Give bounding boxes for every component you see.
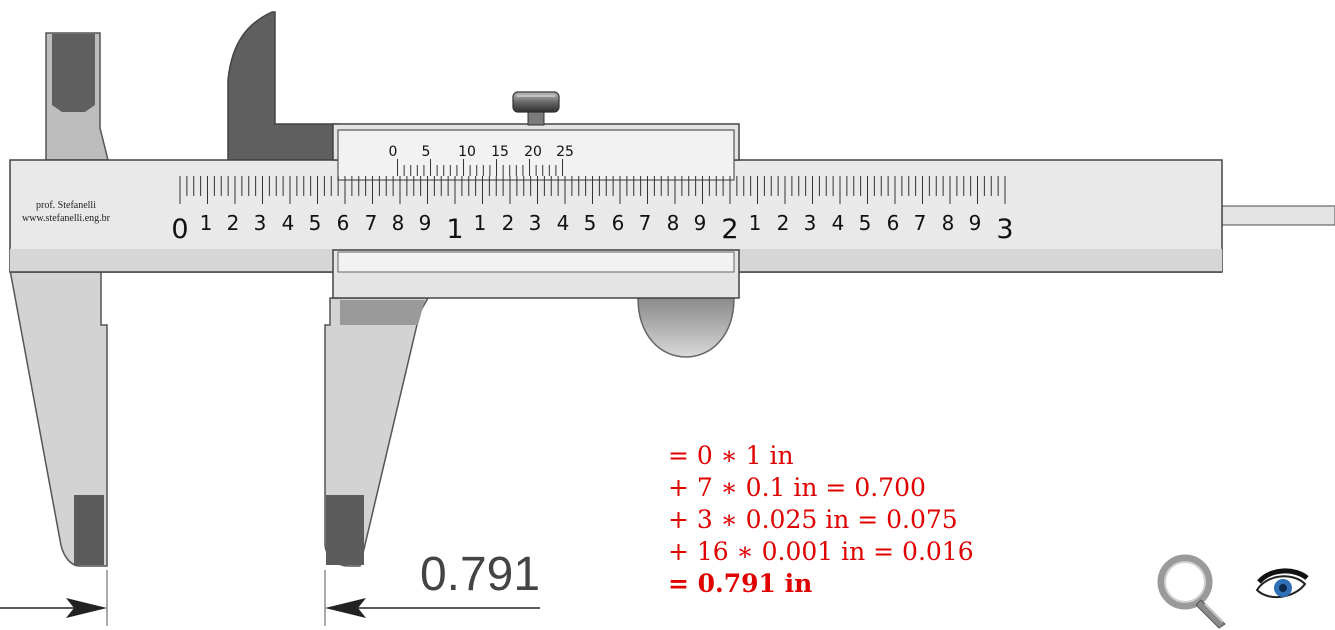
main-major-label-0: 0 bbox=[171, 214, 188, 245]
vernier-label: 20 bbox=[524, 144, 542, 160]
main-minor-label: 5 bbox=[584, 211, 597, 235]
vernier-label: 0 bbox=[389, 144, 398, 160]
moving-upper-jaw bbox=[227, 11, 339, 161]
calc-line-thousandths: + 16 ∗ 0.001 in = 0.016 bbox=[668, 537, 974, 566]
main-minor-label: 9 bbox=[419, 211, 432, 235]
main-minor-label: 6 bbox=[887, 211, 900, 235]
fixed-upper-jaw-inner bbox=[52, 34, 95, 112]
moving-jaw-tip bbox=[326, 495, 364, 565]
main-minor-label: 2 bbox=[502, 211, 515, 235]
main-scale-labels: 0 1 2 3 4 5 6 7 8 9 1 1 2 3 4 5 6 7 8 9 … bbox=[171, 211, 1013, 245]
main-minor-label: 8 bbox=[392, 211, 405, 235]
main-minor-label: 7 bbox=[914, 211, 927, 235]
main-minor-label: 6 bbox=[612, 211, 625, 235]
magnifier-icon[interactable] bbox=[1155, 552, 1231, 630]
main-minor-label: 5 bbox=[859, 211, 872, 235]
main-minor-label: 9 bbox=[694, 211, 707, 235]
main-minor-label: 4 bbox=[557, 211, 570, 235]
main-major-label-3: 3 bbox=[996, 214, 1013, 245]
fixed-jaw-tip bbox=[74, 495, 104, 565]
main-minor-label: 3 bbox=[254, 211, 267, 235]
credit-site: www.stefanelli.eng.br bbox=[22, 213, 111, 224]
main-minor-label: 4 bbox=[832, 211, 845, 235]
main-minor-label: 1 bbox=[749, 211, 762, 235]
vernier-slide[interactable] bbox=[332, 123, 740, 299]
eye-icon[interactable] bbox=[1253, 568, 1309, 608]
main-minor-label: 7 bbox=[365, 211, 378, 235]
main-minor-label: 6 bbox=[337, 211, 350, 235]
main-minor-label: 1 bbox=[474, 211, 487, 235]
calc-line-integer: = 0 ∗ 1 in bbox=[668, 441, 794, 470]
calc-line-total: = 0.791 in bbox=[668, 569, 813, 598]
main-minor-label: 4 bbox=[282, 211, 295, 235]
vernier-label: 5 bbox=[422, 144, 431, 160]
locking-screw[interactable] bbox=[512, 91, 560, 126]
reading-calculation: = 0 ∗ 1 in + 7 ∗ 0.1 in = 0.700 + 3 ∗ 0.… bbox=[668, 440, 974, 600]
main-minor-label: 1 bbox=[200, 211, 213, 235]
fixed-lower-jaw bbox=[9, 269, 108, 567]
main-major-label-2: 2 bbox=[721, 214, 738, 245]
measurement-reading: 0.791 bbox=[420, 548, 540, 601]
main-minor-label: 9 bbox=[969, 211, 982, 235]
credit-author: prof. Stefanelli bbox=[36, 200, 96, 211]
right-arrow-head bbox=[325, 598, 366, 618]
vernier-label: 10 bbox=[458, 144, 476, 160]
vernier-label: 15 bbox=[491, 144, 509, 160]
left-arrow-head bbox=[66, 598, 107, 618]
thumb-wheel[interactable] bbox=[637, 297, 735, 358]
vernier-scale-ticks bbox=[397, 159, 564, 176]
main-minor-label: 8 bbox=[667, 211, 680, 235]
vernier-label: 25 bbox=[556, 144, 574, 160]
calc-line-tenths: + 7 ∗ 0.1 in = 0.700 bbox=[668, 473, 926, 502]
calc-line-quarter-tenths: + 3 ∗ 0.025 in = 0.075 bbox=[668, 505, 958, 534]
main-minor-label: 2 bbox=[777, 211, 790, 235]
main-minor-label: 8 bbox=[942, 211, 955, 235]
main-minor-label: 3 bbox=[529, 211, 542, 235]
vernier-scale-labels: 0 5 10 15 20 25 bbox=[389, 144, 574, 160]
main-scale-ticks bbox=[179, 176, 1006, 204]
main-minor-label: 2 bbox=[227, 211, 240, 235]
measurement-indicator: 0.791 bbox=[0, 548, 540, 626]
main-minor-label: 3 bbox=[804, 211, 817, 235]
main-major-label-1: 1 bbox=[446, 214, 463, 245]
depth-rod bbox=[1221, 205, 1335, 226]
main-minor-label: 7 bbox=[639, 211, 652, 235]
main-minor-label: 5 bbox=[309, 211, 322, 235]
